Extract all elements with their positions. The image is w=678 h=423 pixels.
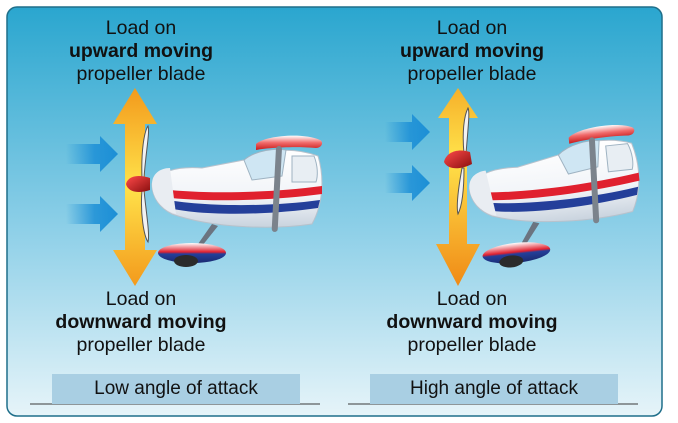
caption-line: Load on xyxy=(105,17,177,39)
airflow-arrow-icon xyxy=(385,165,430,201)
caption-line: Load on xyxy=(105,288,177,310)
propeller-icon xyxy=(456,106,470,216)
caption-line: propeller blade xyxy=(76,63,206,85)
airflow-arrow-icon xyxy=(66,196,118,232)
sky-background xyxy=(6,6,663,417)
left-top-caption: Load on upward moving propeller blade xyxy=(21,17,261,86)
airflow-arrow-icon xyxy=(66,136,118,172)
high-angle-label: High angle of attack xyxy=(370,374,618,404)
caption-line: propeller blade xyxy=(407,334,537,356)
right-top-caption: Load on upward moving propeller blade xyxy=(352,17,592,86)
propeller-icon xyxy=(141,124,149,244)
airflow-arrow-icon xyxy=(385,114,430,150)
right-panel-illustration xyxy=(385,88,648,286)
caption-line: propeller blade xyxy=(76,334,206,356)
caption-emphasis: upward moving xyxy=(399,40,545,62)
caption-line: Load on xyxy=(436,17,508,39)
caption-emphasis: downward moving xyxy=(55,311,227,333)
caption-emphasis: downward moving xyxy=(386,311,558,333)
load-arrow-icon xyxy=(436,88,480,286)
caption-line: propeller blade xyxy=(407,63,537,85)
caption-line: Load on xyxy=(436,288,508,310)
left-panel-illustration xyxy=(66,88,323,286)
right-bottom-caption: Load on downward moving propeller blade xyxy=(352,288,592,357)
low-angle-label: Low angle of attack xyxy=(52,374,300,404)
caption-emphasis: upward moving xyxy=(68,40,214,62)
left-bottom-caption: Load on downward moving propeller blade xyxy=(21,288,261,357)
